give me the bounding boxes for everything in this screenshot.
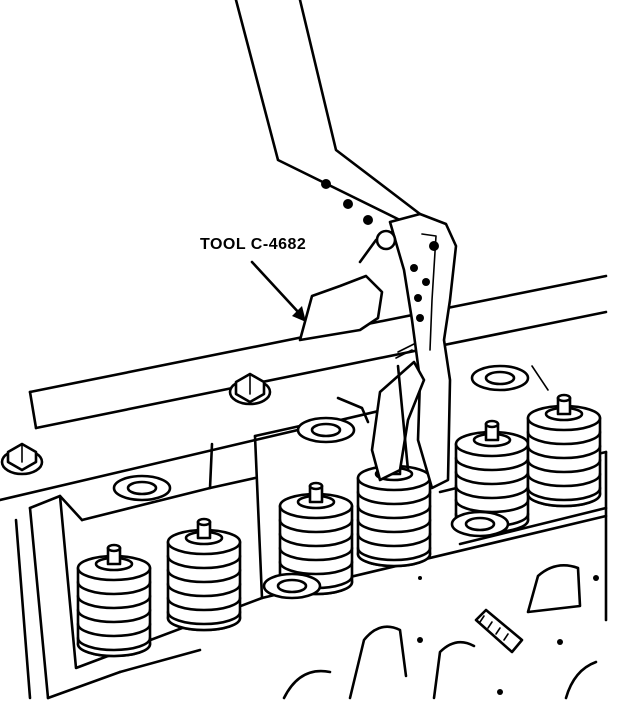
bolt-hole-dot <box>497 689 503 695</box>
spring-pointer-line <box>531 365 549 391</box>
tool-callout-label: TOOL C-4682 <box>200 236 307 253</box>
valve-spring-1 <box>76 543 152 658</box>
valve-seat-washer-3 <box>470 364 530 392</box>
bolt-hole-dot <box>417 637 423 643</box>
valve-seat-washer-2 <box>296 416 356 444</box>
dowel-pin <box>474 608 524 654</box>
callout-leader-arrow <box>250 260 306 322</box>
bolt-hole-dot <box>593 575 599 581</box>
bolt-hole-dot <box>418 576 422 580</box>
tool-lever-jaw <box>298 212 458 490</box>
valve-seat-washer-5 <box>450 510 510 538</box>
valve-seat-washer-1 <box>112 474 172 502</box>
valve-seat-washer-4 <box>262 572 322 600</box>
valve-spring-6 <box>526 393 602 508</box>
tool-handle <box>234 0 422 228</box>
intake-ports <box>282 564 598 700</box>
head-bolt-middle <box>228 372 272 406</box>
valve-spring-2 <box>166 517 242 632</box>
bolt-hole-dot <box>557 639 563 645</box>
head-bolt-left <box>0 442 44 476</box>
